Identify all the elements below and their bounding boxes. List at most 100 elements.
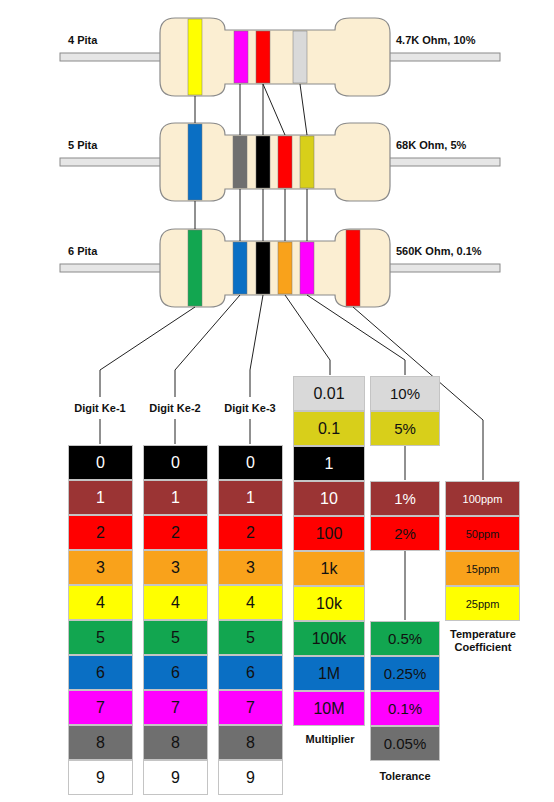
code-value: 0.05% [384,735,427,752]
color-code-box: 2 [218,515,283,550]
code-value: 0.1% [388,700,422,717]
code-value: 10M [313,700,344,718]
code-value: 0.25% [384,665,427,682]
color-code-box: 10% [370,376,440,411]
code-value: 9 [96,769,105,787]
leader-line [100,419,101,444]
code-value: 7 [246,699,255,717]
resistor-body [160,123,390,201]
code-value: 50ppm [466,528,500,540]
color-code-box: 6 [68,655,133,690]
color-band [278,136,292,188]
leader-line [300,84,307,135]
color-code-box: 0 [218,445,283,480]
color-code-box: 6 [218,655,283,690]
color-code-box: 100ppm [445,481,520,516]
color-band [234,31,248,83]
color-band [188,19,202,95]
code-value: 0.1 [318,420,340,438]
color-band [256,136,270,188]
color-code-box: 25ppm [445,586,520,621]
code-value: 5 [246,629,255,647]
column-heading: Digit Ke-1 [63,402,137,415]
color-code-box: 9 [143,760,208,795]
code-value: 10k [316,595,342,613]
color-band [346,230,360,306]
code-value: 4 [246,594,255,612]
code-value: 4 [96,594,105,612]
color-code-box: 50ppm [445,516,520,551]
color-code-box: 100 [293,516,365,551]
leader-line [195,96,196,123]
code-value: 15ppm [466,563,500,575]
leader-line [307,189,308,241]
code-value: 2 [171,524,180,542]
code-value: 1M [318,665,340,683]
code-value: 5% [394,420,416,437]
color-code-box: 2% [370,516,440,551]
color-code-box: 1 [293,446,365,481]
code-value: 10 [320,490,338,508]
leader-line [175,419,176,444]
resistor-label: 6 Pita [68,245,97,258]
color-code-box: 0.25% [370,656,440,691]
color-band [188,230,202,306]
code-value: 0.5% [388,630,422,647]
leader-line [307,295,405,375]
code-value: 2% [394,525,416,542]
color-code-box: 15ppm [445,551,520,586]
color-code-box: 1k [293,551,365,586]
code-value: 5 [171,629,180,647]
leader-line [285,295,330,375]
resistor-label: 560K Ohm, 0.1% [396,245,482,258]
code-value: 0.01 [313,385,344,403]
color-band [278,242,292,294]
color-code-box: 1 [218,480,283,515]
resistor-body [160,18,390,96]
code-value: 2 [96,524,105,542]
color-code-box: 0.05% [370,726,440,761]
code-value: 0 [171,454,180,472]
code-value: 25ppm [466,598,500,610]
code-value: 8 [96,734,105,752]
color-code-box: 2 [68,515,133,550]
code-value: 100 [316,525,343,543]
code-value: 2 [246,524,255,542]
color-code-box: 4 [68,585,133,620]
color-code-box: 1% [370,481,440,516]
leader-line [405,446,406,480]
color-band [300,242,314,294]
color-code-box: 7 [143,690,208,725]
color-code-box: 0.1% [370,691,440,726]
color-code-box: 7 [68,690,133,725]
code-value: 1k [321,560,338,578]
leader-line [263,189,264,241]
code-value: 1 [246,489,255,507]
color-code-box: 1 [143,480,208,515]
color-code-box: 2 [143,515,208,550]
code-value: 5 [96,629,105,647]
color-code-box: 9 [68,760,133,795]
leader-line [405,551,406,620]
color-band [293,31,307,83]
color-code-box: 100k [293,621,365,656]
color-code-box: 0.1 [293,411,365,446]
color-band [256,242,270,294]
color-code-box: 0 [68,445,133,480]
color-code-box: 0 [143,445,208,480]
resistor-symbol [60,123,500,201]
code-value: 100k [312,630,347,648]
leader-line [250,295,263,397]
resistor-label: 5 Pita [68,139,97,152]
color-code-box: 10k [293,586,365,621]
color-code-box: 10 [293,481,365,516]
leader-line [263,84,285,135]
resistor-symbol [60,18,500,96]
leader-line [353,307,483,480]
column-heading: Tolerance [365,770,445,783]
column-heading: Temperature Coefficient [435,628,531,654]
code-value: 0 [96,454,105,472]
color-code-box: 8 [68,725,133,760]
color-band [233,136,247,188]
